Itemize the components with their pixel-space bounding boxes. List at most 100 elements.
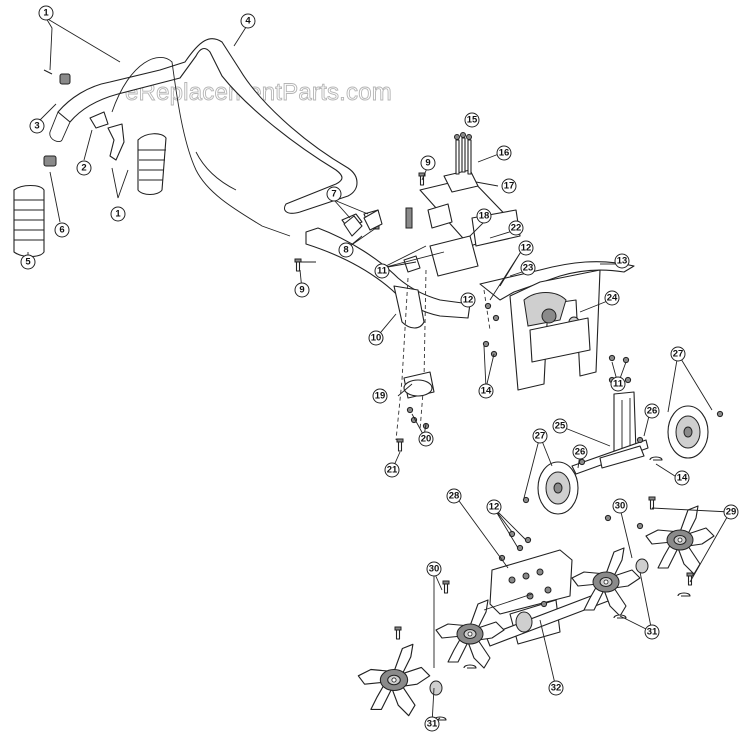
callout-26b: 26 — [572, 444, 588, 460]
callout-24: 24 — [604, 290, 620, 306]
callout-30b: 30 — [426, 561, 442, 577]
grip-right — [137, 133, 167, 196]
svg-text:20: 20 — [421, 434, 432, 445]
callout-8: 8 — [338, 242, 354, 258]
svg-text:1: 1 — [115, 209, 121, 220]
callout-31b: 31 — [424, 716, 440, 732]
svg-text:31: 31 — [427, 719, 438, 730]
callout-19: 19 — [372, 388, 388, 404]
svg-text:21: 21 — [387, 465, 398, 476]
callout-17: 17 — [501, 178, 517, 194]
svg-text:23: 23 — [523, 263, 534, 274]
callout-26a: 26 — [644, 403, 660, 419]
svg-text:29: 29 — [726, 507, 737, 518]
svg-text:3: 3 — [34, 121, 39, 132]
wheel-right — [667, 405, 709, 459]
svg-text:9: 9 — [425, 158, 430, 169]
callout-23: 23 — [520, 260, 536, 276]
grip-left — [13, 184, 45, 258]
callout-6: 6 — [54, 222, 70, 238]
tine-1 — [357, 643, 431, 717]
svg-text:26: 26 — [575, 447, 586, 458]
callout-29: 29 — [723, 504, 739, 520]
svg-text:27: 27 — [535, 431, 546, 442]
svg-text:4: 4 — [245, 16, 251, 27]
svg-text:12: 12 — [463, 295, 474, 306]
svg-text:14: 14 — [481, 386, 492, 397]
wheel-left — [537, 461, 579, 515]
lower-clamp — [396, 371, 435, 452]
wheel-bracket — [571, 391, 649, 475]
callout-18: 18 — [476, 208, 492, 224]
svg-text:25: 25 — [555, 421, 566, 432]
callout-20: 20 — [418, 431, 434, 447]
throttle-control — [43, 69, 125, 167]
watermark-text: eReplacementParts.com — [125, 79, 392, 106]
callout-30a: 30 — [612, 498, 628, 514]
callout-12a: 12 — [518, 240, 534, 256]
svg-text:1: 1 — [43, 8, 49, 19]
svg-text:2: 2 — [81, 163, 86, 174]
callout-12b: 12 — [460, 292, 476, 308]
callout-22: 22 — [508, 220, 524, 236]
callout-2: 2 — [76, 160, 92, 176]
svg-text:24: 24 — [607, 293, 618, 304]
callout-13: 13 — [614, 253, 630, 269]
tine-2 — [435, 599, 505, 669]
callout-1a: 1 — [38, 5, 54, 21]
svg-text:32: 32 — [551, 683, 562, 694]
svg-text:8: 8 — [343, 245, 348, 256]
gearbox — [485, 549, 617, 647]
svg-text:22: 22 — [511, 223, 522, 234]
svg-text:12: 12 — [521, 243, 532, 254]
callout-11a: 11 — [374, 263, 390, 279]
callout-15: 15 — [464, 112, 480, 128]
callout-1b: 1 — [110, 206, 126, 222]
svg-text:7: 7 — [331, 189, 336, 200]
handle-bar — [49, 38, 358, 214]
callout-9b: 9 — [294, 282, 310, 298]
svg-text:16: 16 — [499, 148, 510, 159]
callout-14b: 14 — [674, 470, 690, 486]
svg-text:26: 26 — [647, 406, 658, 417]
callout-14a: 14 — [478, 383, 494, 399]
tine-4 — [645, 505, 715, 575]
callout-3: 3 — [29, 118, 45, 134]
svg-text:15: 15 — [467, 115, 478, 126]
column-bracket — [403, 132, 521, 277]
svg-text:5: 5 — [25, 257, 31, 268]
svg-text:14: 14 — [677, 473, 688, 484]
tine-shield — [479, 261, 635, 391]
callout-11b: 11 — [610, 376, 626, 392]
svg-text:30: 30 — [429, 564, 440, 575]
callout-12c: 12 — [486, 499, 502, 515]
svg-text:12: 12 — [489, 502, 500, 513]
callout-25: 25 — [552, 418, 568, 434]
svg-text:11: 11 — [613, 379, 624, 390]
callout-16: 16 — [496, 145, 512, 161]
svg-text:31: 31 — [647, 627, 658, 638]
svg-text:9: 9 — [299, 285, 304, 296]
svg-text:30: 30 — [615, 501, 626, 512]
throttle-cable — [111, 57, 291, 237]
svg-text:13: 13 — [617, 256, 628, 267]
svg-text:10: 10 — [371, 333, 382, 344]
svg-text:19: 19 — [375, 391, 386, 402]
callout-28: 28 — [446, 488, 462, 504]
callout-32: 32 — [548, 680, 564, 696]
svg-text:11: 11 — [377, 266, 388, 277]
callout-21: 21 — [384, 462, 400, 478]
callout-7: 7 — [326, 186, 342, 202]
callout-31a: 31 — [644, 624, 660, 640]
callout-27a: 27 — [670, 346, 686, 362]
svg-text:17: 17 — [504, 181, 515, 192]
leader-lines — [27, 17, 731, 725]
callout-27b: 27 — [532, 428, 548, 444]
svg-text:27: 27 — [673, 349, 684, 360]
callout-9a: 9 — [420, 155, 436, 171]
svg-text:6: 6 — [59, 225, 64, 236]
callout-4: 4 — [240, 13, 256, 29]
adjust-knob — [294, 172, 426, 272]
